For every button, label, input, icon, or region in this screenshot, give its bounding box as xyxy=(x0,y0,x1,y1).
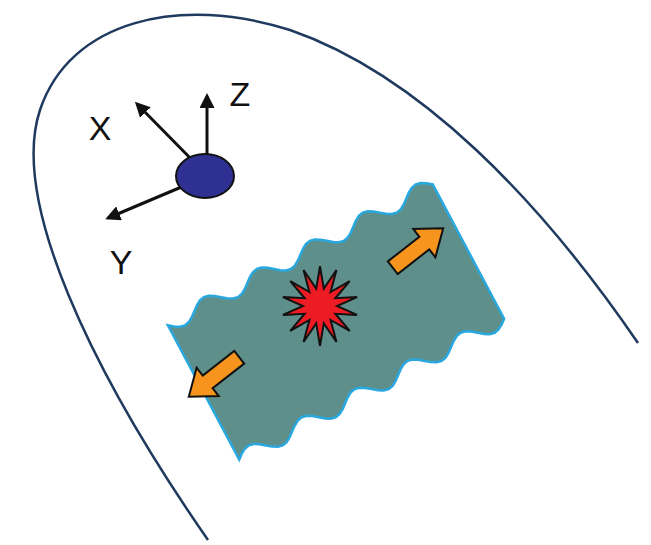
axis-label: Y xyxy=(110,245,133,279)
axis-label: X xyxy=(89,111,112,145)
wavy-sheet xyxy=(164,177,508,466)
orange-arrow xyxy=(382,214,455,282)
starburst xyxy=(283,266,357,346)
orange-arrow xyxy=(178,343,251,411)
outline-curve xyxy=(34,15,638,540)
axis-label: Z xyxy=(230,77,251,111)
starburst-shape xyxy=(283,266,357,346)
origin-ellipse xyxy=(176,154,234,198)
sheet-body xyxy=(164,177,508,466)
